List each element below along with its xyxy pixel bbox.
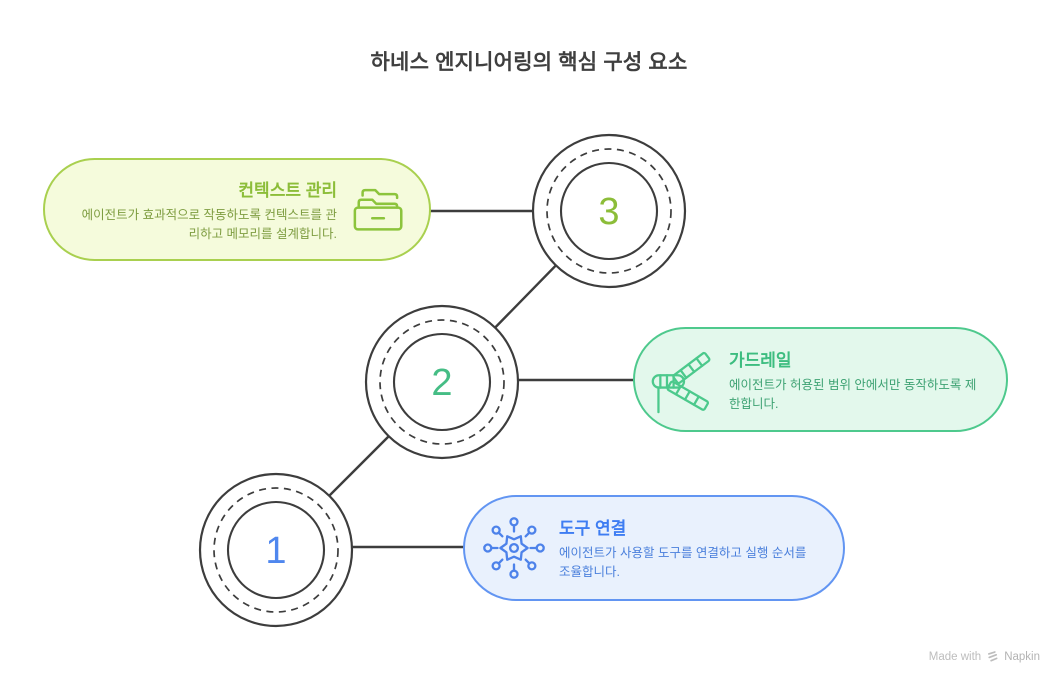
connector-circle-2-to-circle-1 [316,423,402,509]
step-circle-2: 2 [364,304,520,460]
circle-dashed-ring [379,319,505,445]
network-hub-icon [481,512,547,584]
page-title: 하네스 엔지니어링의 핵심 구성 요소 [370,51,688,74]
napkin-logo-icon [986,650,999,663]
card-guardrail-title: 가드레일 [729,350,792,370]
card-tools-body: 에이전트가 사용할 도구를 연결하고 실행 순서를 조율합니다. [559,546,807,579]
circle-dashed-ring [546,148,672,274]
folder-stack-icon [351,184,409,236]
connector-circle-3-to-circle-2 [482,252,569,341]
circle-inner-ring [226,500,326,600]
card-guardrail-body: 에이전트가 허용된 범위 안에서만 동작하도록 제한합니다. [729,377,977,411]
watermark: Made with Napkin [929,650,1040,663]
card-context-title: 컨텍스트 관리 [238,180,337,200]
step-number-3: 3 [598,191,619,233]
watermark-brand: Napkin [1004,650,1040,663]
card-context-management: 컨텍스트 관리 에이전트가 효과적으로 작동하도록 컨텍스트를 관리하고 메모리… [43,158,431,261]
step-circle-1: 1 [198,472,354,628]
circle-dashed-ring [213,487,339,613]
circle-inner-ring [559,161,659,261]
watermark-text: Made with [928,650,982,663]
step-number-2: 2 [431,362,452,404]
card-context-body: 에이전트가 효과적으로 작동하도록 컨텍스트를 관리하고 메모리를 설계합니다. [81,207,337,241]
card-tools-title: 도구 연결 [559,519,627,539]
step-circle-3: 3 [531,133,687,289]
card-guardrail: 가드레일 에이전트가 허용된 범위 안에서만 동작하도록 제한합니다. [633,327,1008,432]
card-tool-connection: 도구 연결 에이전트가 사용할 도구를 연결하고 실행 순서를 조율합니다. [463,495,845,601]
guardrail-icon [649,340,719,420]
circle-inner-ring [392,332,492,432]
step-number-1: 1 [265,530,286,572]
